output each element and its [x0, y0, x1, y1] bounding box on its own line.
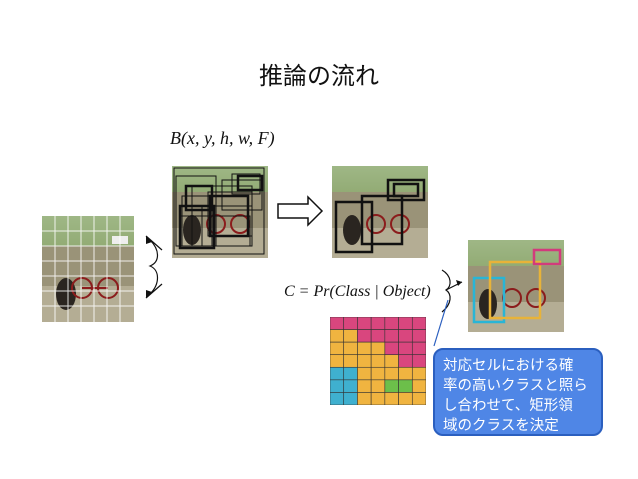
filtered-boxes-overlay [332, 166, 428, 258]
final-detection-overlay [468, 240, 564, 332]
callout-line-2: 率の高いクラスと照ら [443, 378, 588, 394]
filtered-boxes-image [332, 166, 428, 258]
callout-line-1: 対応セルにおける確 [443, 358, 574, 374]
input-grid-overlay [42, 216, 134, 322]
callout-line-3: し合わせて、矩形領 [443, 398, 573, 414]
box-formula: B(x, y, h, w, F) [170, 128, 275, 148]
candidate-boxes-image [172, 166, 268, 258]
class-formula: C = Pr(Class | Object) [284, 283, 431, 300]
final-detection-image [468, 240, 564, 332]
callout-line-4: 域のクラスを決定 [443, 418, 559, 434]
explanation-callout: 対応セルにおける確 率の高いクラスと照ら し合わせて、矩形領 域のクラスを決定 [433, 348, 603, 436]
input-image-grid [42, 216, 134, 322]
candidate-boxes-overlay [172, 166, 268, 258]
slide-title: 推論の流れ [259, 62, 379, 90]
